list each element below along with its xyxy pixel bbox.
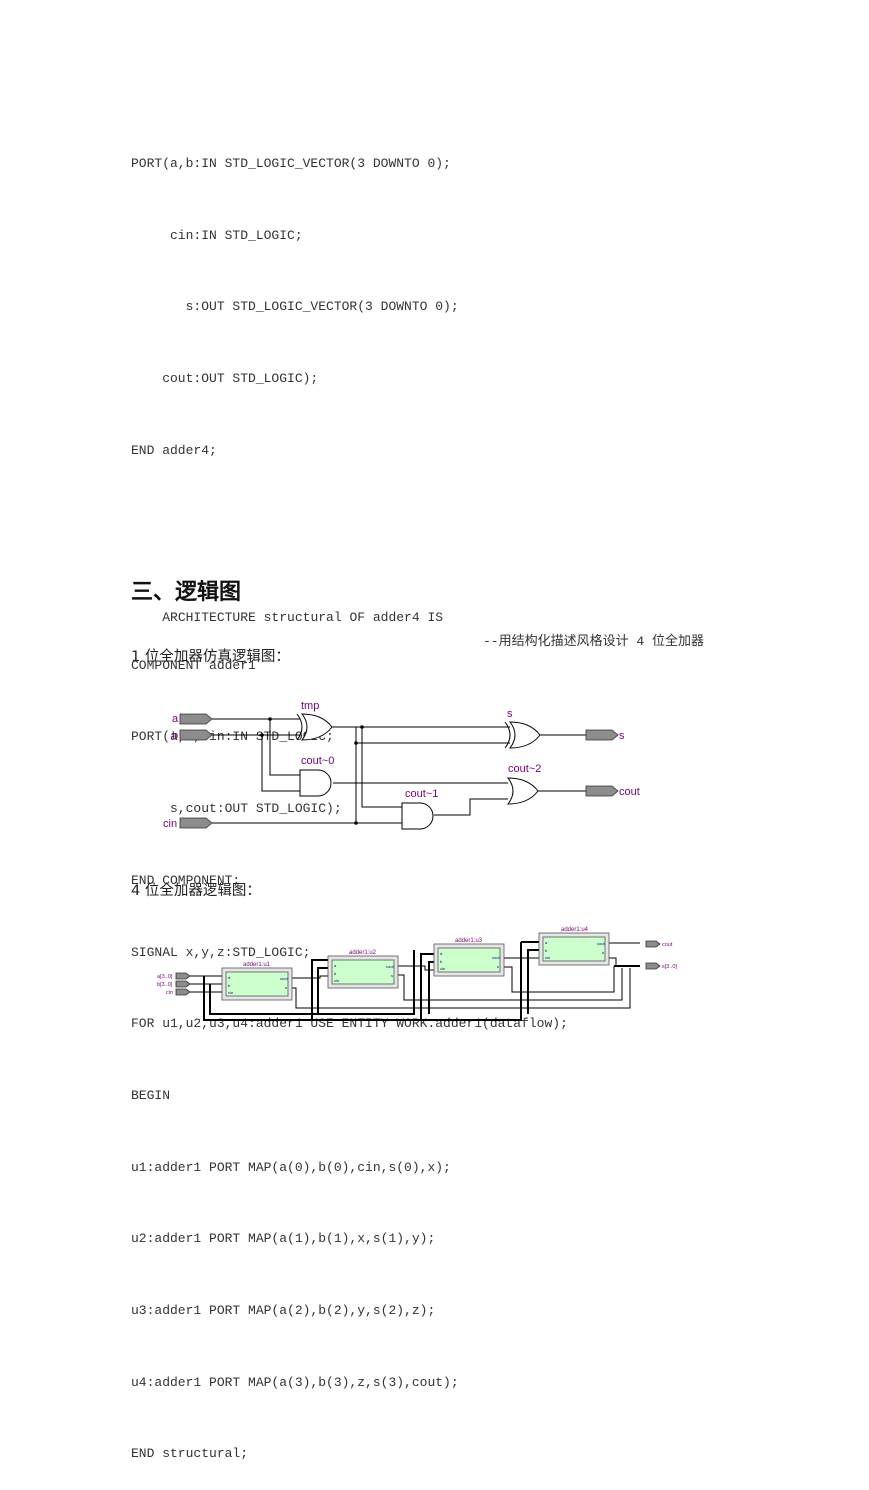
port-a-u3: a [440, 951, 443, 956]
port-cin-u1: cin [228, 990, 233, 995]
code-line-blank [131, 510, 568, 534]
label-a: a [172, 713, 179, 725]
port-cin-u2: cin [334, 978, 339, 983]
block-adder1-u1 [221, 967, 293, 1001]
port-cout-u3: cout [492, 955, 500, 960]
port-cout-u4: cout [597, 941, 605, 946]
code-line: cout:OUT STD_LOGIC); [131, 370, 319, 386]
code-line: ARCHITECTURE structural OF adder4 IS [162, 609, 444, 625]
port-b-u2: b [334, 971, 337, 976]
label-gate-tmp: tmp [301, 700, 319, 712]
label-out-s: s [619, 730, 625, 742]
port-a-u1: a [228, 975, 231, 980]
caption-4bit-diagram: 4 位全加器逻辑图： [131, 883, 261, 899]
port-s-u4: s [602, 950, 604, 955]
code-line: SIGNAL x,y,z:STD_LOGIC; [131, 944, 311, 960]
label-out-s-bus: s[3..0] [662, 964, 677, 970]
port-s-u1: s [285, 985, 287, 990]
xor-gate-s [508, 721, 541, 749]
port-cout-u2: cout [386, 964, 394, 969]
input-pin-b-bus [175, 980, 191, 988]
label-gate-cout1: cout~1 [405, 788, 438, 800]
diagram-4bit-full-adder: adder1:u1 adder1:u2 adder1:u3 adder1:u4 … [157, 927, 677, 1021]
code-comment: --用结构化描述风格设计 4 位全加器 [483, 633, 705, 649]
input-pin-a [179, 713, 213, 725]
code-line: u2:adder1 PORT MAP(a(1),b(1),x,s(1),y); [131, 1231, 436, 1247]
diagram-1bit-full-adder: a b cin s cout tmp s cout~0 cout~1 cout~… [163, 700, 640, 830]
output-pin-s [585, 729, 619, 741]
and-gate-cout1 [401, 802, 434, 830]
port-b-u3: b [440, 959, 443, 964]
label-cin: cin [166, 990, 173, 996]
port-s-u2: s [391, 973, 393, 978]
port-a-u4: a [545, 940, 548, 945]
code-line: END COMPONENT; [131, 872, 241, 888]
xor-gate-tmp [300, 713, 333, 741]
label-gate-s: s [507, 708, 513, 720]
input-pin-a-bus [175, 972, 191, 980]
port-b-u4: b [545, 948, 548, 953]
code-line: s,cout:OUT STD_LOGIC); [131, 801, 342, 817]
output-pin-s-bus [645, 962, 661, 970]
label-out-cout: cout [619, 786, 640, 798]
input-pin-cin [175, 988, 191, 996]
port-cout-u1: cout [280, 976, 288, 981]
output-pin-cout [585, 785, 619, 797]
and-gate-cout0 [299, 769, 332, 797]
label-b-bus: b[3..0] [157, 982, 173, 988]
code-line: s:OUT STD_LOGIC_VECTOR(3 DOWNTO 0); [131, 299, 459, 315]
code-line: PORT(a,b:IN STD_LOGIC_VECTOR(3 DOWNTO 0)… [131, 155, 451, 171]
label-gate-cout0: cout~0 [301, 755, 334, 767]
block-adder1-u4 [538, 932, 610, 966]
label-block-u1: adder1:u1 [243, 962, 271, 968]
code-line: END structural; [131, 1446, 249, 1462]
port-s-u3: s [497, 964, 499, 969]
code-line: u1:adder1 PORT MAP(a(0),b(0),cin,s(0),x)… [131, 1159, 451, 1175]
port-a-u2: a [334, 963, 337, 968]
label-out-cout: cout [662, 942, 673, 948]
label-block-u4: adder1:u4 [561, 927, 589, 933]
input-pin-b [179, 729, 213, 741]
port-cin-u4: cin [545, 955, 550, 960]
code-line-with-comment: ARCHITECTURE structural OF adder4 IS --用… [131, 582, 704, 649]
label-cin: cin [163, 818, 177, 830]
code-line: COMPONENT adder1 [131, 657, 256, 673]
block-adder1-u2 [327, 955, 399, 989]
input-pin-cin [179, 817, 213, 829]
label-b: b [172, 730, 178, 742]
port-b-u1: b [228, 983, 231, 988]
caption-1bit-diagram: 1 位全加器仿真逻辑图： [131, 649, 290, 665]
label-a-bus: a[3..0] [157, 974, 173, 980]
label-block-u2: adder1:u2 [349, 950, 377, 956]
code-line: u4:adder1 PORT MAP(a(3),b(3),z,s(3),cout… [131, 1374, 459, 1390]
section-title: 三、逻辑图 [131, 580, 242, 605]
label-block-u3: adder1:u3 [455, 938, 483, 944]
code-line: END adder4; [131, 442, 217, 458]
block-adder1-u3 [433, 943, 505, 977]
port-cin-u3: cin [440, 966, 445, 971]
code-line: u3:adder1 PORT MAP(a(2),b(2),y,s(2),z); [131, 1303, 436, 1319]
output-pin-cout [645, 940, 661, 948]
code-line: BEGIN [131, 1087, 171, 1103]
code-line: cin:IN STD_LOGIC; [131, 227, 303, 243]
label-gate-cout2: cout~2 [508, 763, 541, 775]
or-gate-cout2 [506, 777, 539, 805]
